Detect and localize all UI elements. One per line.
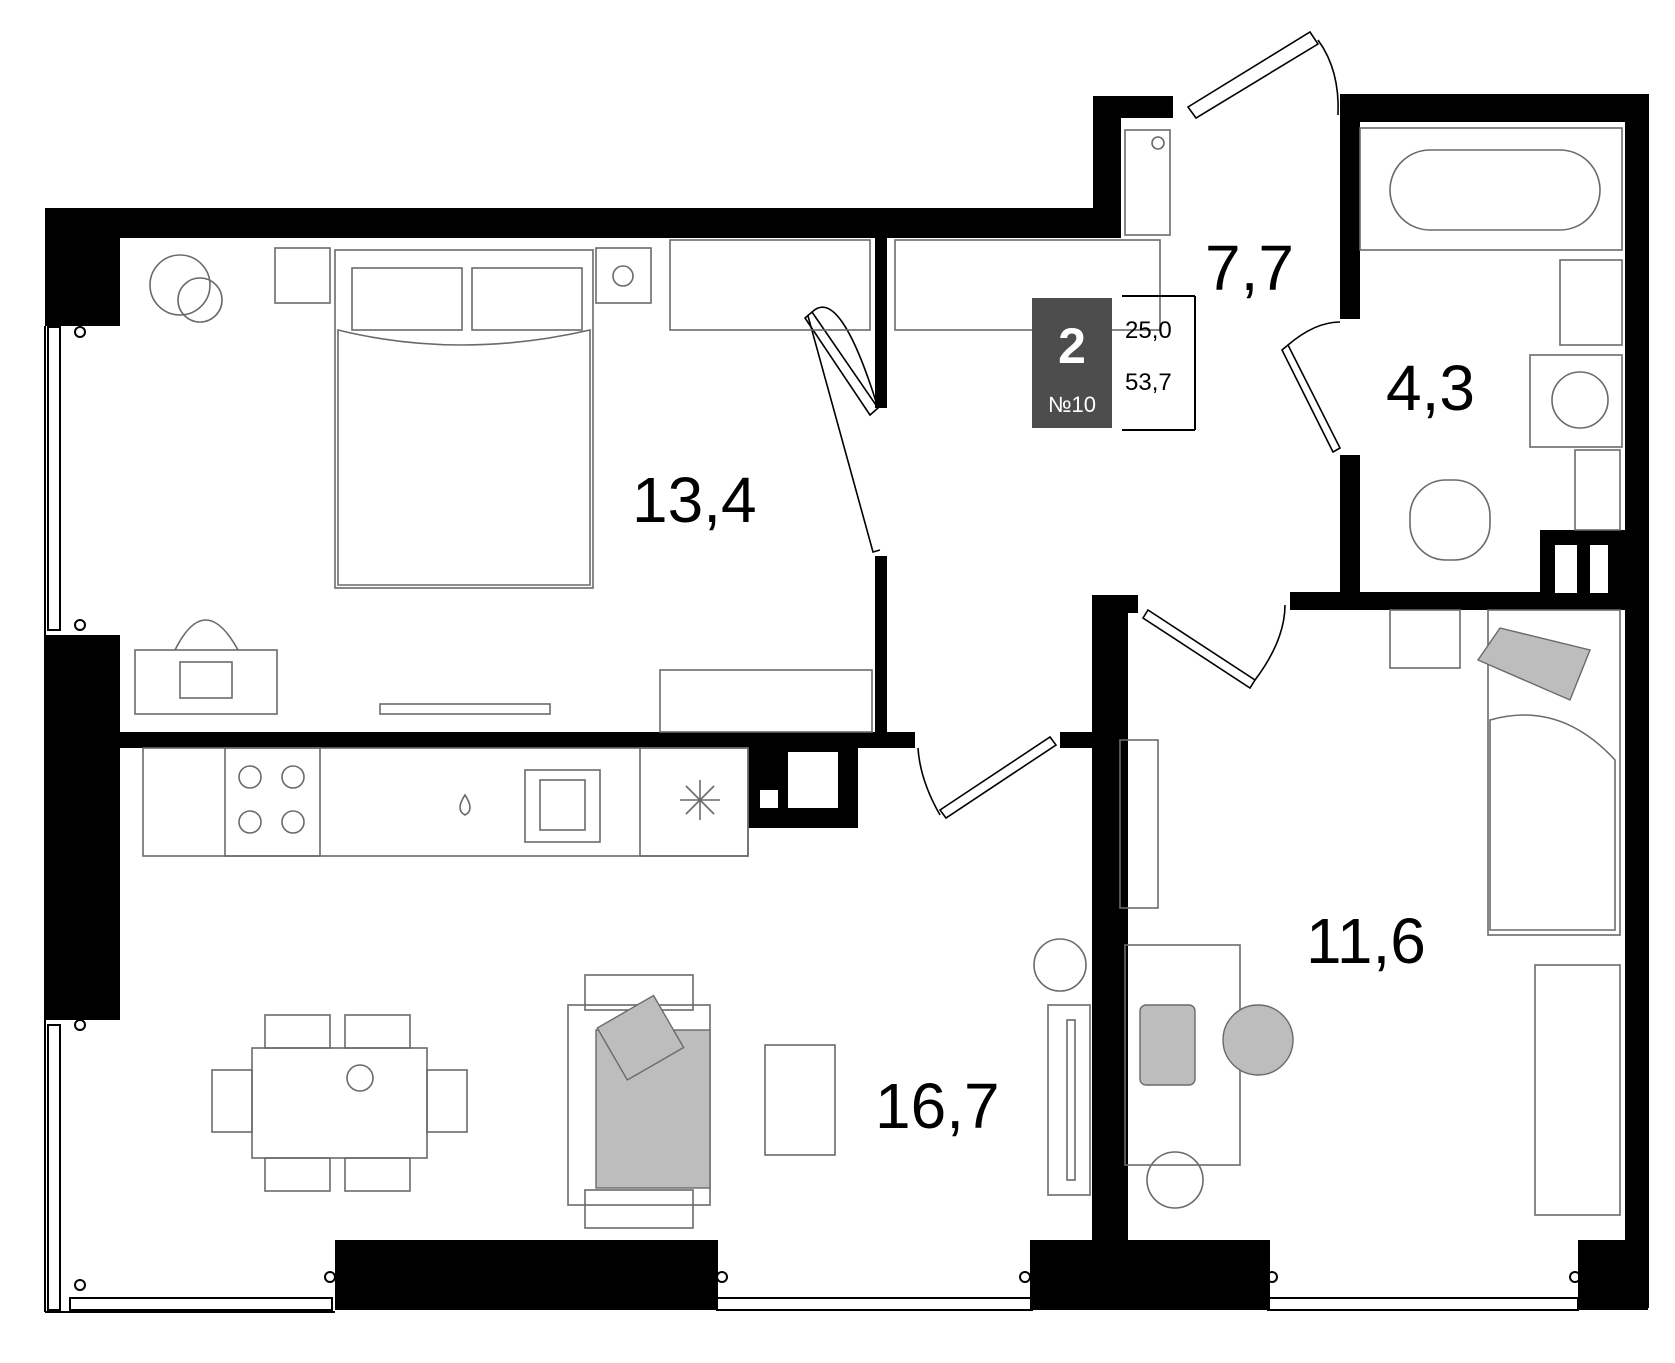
room-area-bedroom2: 11,6 <box>1306 905 1426 977</box>
chair <box>1222 1004 1294 1076</box>
water-icon <box>459 793 471 816</box>
hanger <box>1124 129 1171 236</box>
single-bed <box>1487 609 1621 936</box>
shelf <box>1574 449 1621 531</box>
nightstand <box>1389 609 1461 669</box>
stove <box>224 747 321 857</box>
living-area: 25,0 <box>1125 317 1172 344</box>
doors <box>803 30 1342 820</box>
room-area-hall: 7,7 <box>1205 232 1294 304</box>
apartment-number: №10 <box>1048 392 1096 417</box>
room-area-bathroom: 4,3 <box>1386 352 1475 424</box>
outline <box>44 326 335 1313</box>
wardrobe <box>894 239 1161 331</box>
furniture <box>134 127 1623 1229</box>
nightstand <box>274 247 331 304</box>
washing-machine <box>1529 354 1623 448</box>
tv-stand <box>379 703 551 715</box>
room-areas: 13,4 7,7 4,3 16,7 11,6 <box>632 232 1475 1142</box>
bathtub <box>1359 127 1623 251</box>
dresser <box>659 669 873 733</box>
kitchen-counter <box>142 747 749 857</box>
total-area: 53,7 <box>1125 369 1172 396</box>
room-area-kitchen-living: 16,7 <box>875 1070 1000 1142</box>
badge-background <box>1032 298 1112 428</box>
shelf <box>1119 739 1159 909</box>
tv-cabinet <box>1047 1004 1091 1196</box>
fridge <box>639 747 749 857</box>
toilet <box>1409 479 1491 561</box>
desk <box>134 649 278 715</box>
apartment-badge: 2 №10 25,0 53,7 <box>1032 295 1196 431</box>
plant-icon <box>1146 1151 1204 1209</box>
plant-icon <box>149 254 211 316</box>
plant-icon <box>1033 938 1087 992</box>
coffee-table <box>764 1044 836 1156</box>
dining-table <box>251 1047 428 1159</box>
wardrobe <box>1534 964 1621 1216</box>
kitchen-sink <box>524 769 601 843</box>
double-bed <box>334 249 594 589</box>
rooms-count: 2 <box>1058 318 1086 374</box>
nightstand <box>595 247 652 304</box>
room-area-bedroom: 13,4 <box>632 464 757 536</box>
walls <box>45 94 1649 1310</box>
wardrobe <box>669 239 871 331</box>
sink <box>1559 259 1623 346</box>
